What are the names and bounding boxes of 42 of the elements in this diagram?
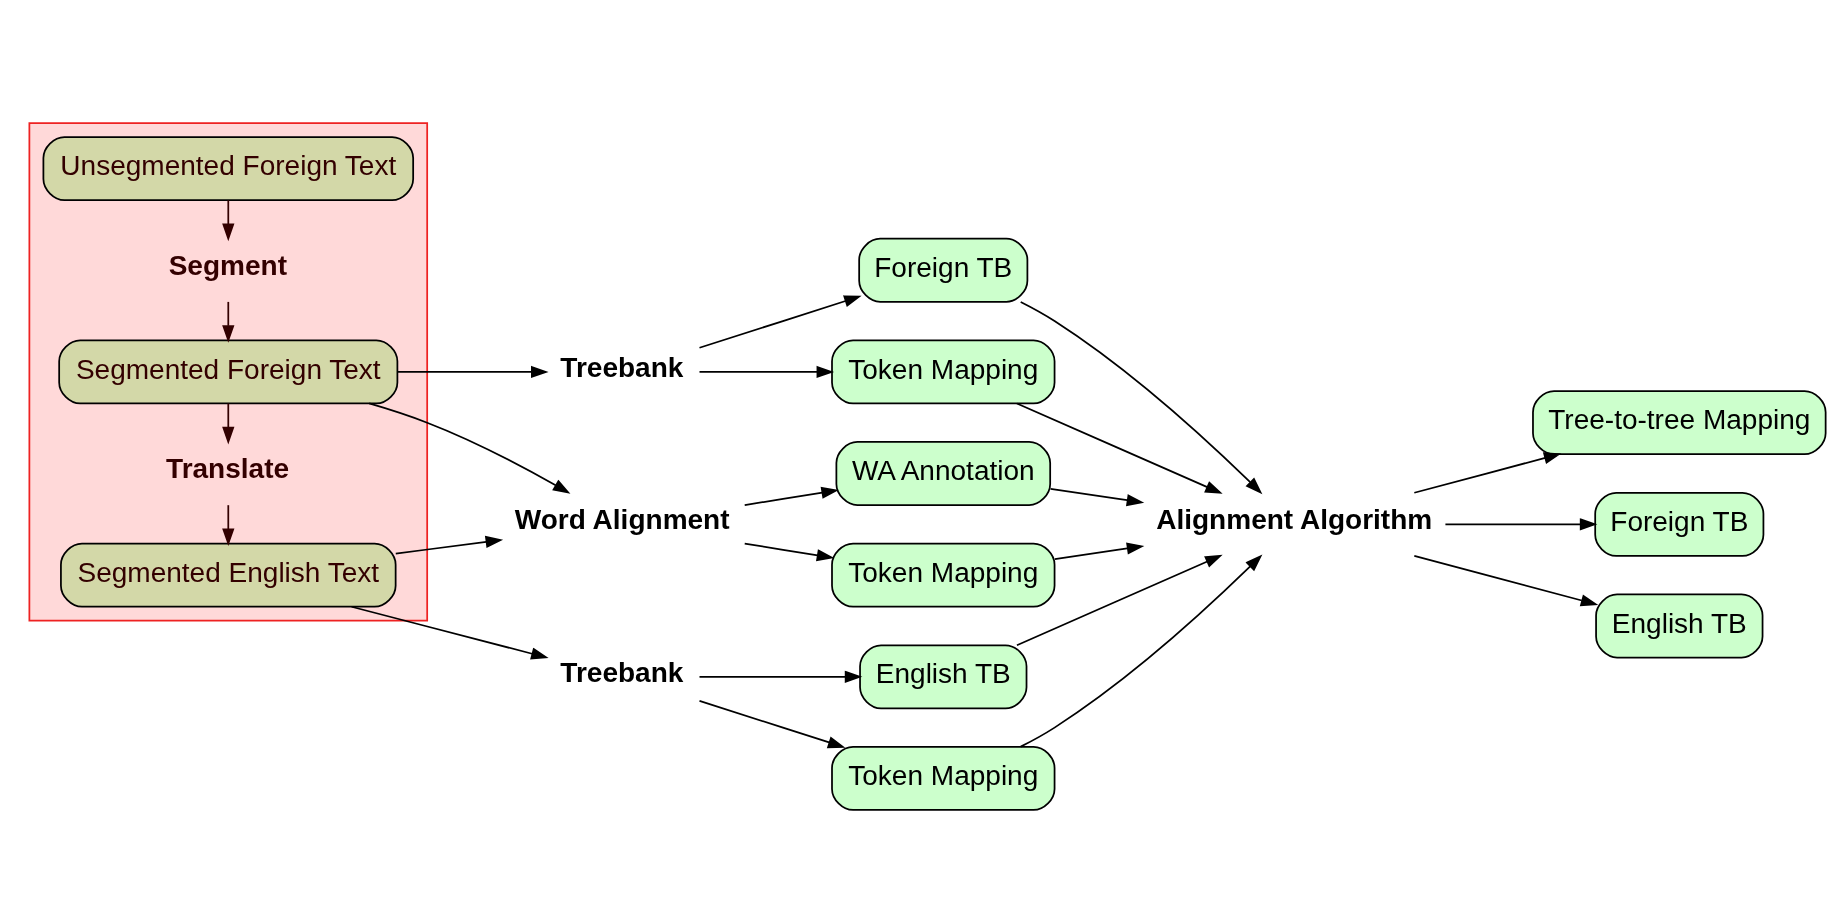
arrow xyxy=(698,699,846,748)
arrow xyxy=(1413,554,1599,606)
node-box: Segmented English Text xyxy=(60,542,397,608)
node-box: Tree-to-tree Mapping xyxy=(1532,389,1827,455)
node-box: English TB xyxy=(1595,593,1764,658)
node-box: Segmented Foreign Text xyxy=(58,338,399,404)
arrow xyxy=(1049,487,1145,506)
arrow xyxy=(396,365,549,378)
node-text: Word Alignment xyxy=(514,503,730,535)
arrow xyxy=(698,294,862,349)
arrow xyxy=(222,198,235,241)
node-text: Treebank xyxy=(560,351,684,383)
arrow xyxy=(1444,517,1598,530)
node-box: Token Mapping xyxy=(831,745,1056,811)
arrow xyxy=(1413,451,1562,494)
arrow xyxy=(1016,554,1223,646)
arrow xyxy=(698,365,835,378)
arrow xyxy=(222,402,235,444)
arrow xyxy=(350,605,549,660)
node-text: Alignment Algorithm xyxy=(1156,503,1433,535)
node-text: Treebank xyxy=(560,656,684,688)
node-box: Foreign TB xyxy=(858,237,1029,303)
arrow xyxy=(1019,554,1263,748)
node-box: WA Annotation xyxy=(835,440,1052,506)
node-box: Token Mapping xyxy=(831,338,1056,404)
node-text: Translate xyxy=(166,452,290,484)
arrow xyxy=(743,542,835,561)
arrow xyxy=(368,402,571,494)
arrow xyxy=(394,535,504,554)
arrow xyxy=(1053,541,1145,560)
arrow xyxy=(222,300,235,343)
node-box: Unsegmented Foreign Text xyxy=(42,135,415,201)
arrow xyxy=(698,670,863,683)
node-box: Foreign TB xyxy=(1594,491,1765,557)
cluster xyxy=(28,121,429,622)
node-box: English TB xyxy=(859,643,1028,709)
arrow xyxy=(1016,402,1223,494)
arrow xyxy=(1019,300,1263,494)
node-text: Segment xyxy=(168,249,288,281)
node-box: Token Mapping xyxy=(831,542,1056,608)
arrow xyxy=(743,486,839,506)
arrow xyxy=(222,503,235,546)
